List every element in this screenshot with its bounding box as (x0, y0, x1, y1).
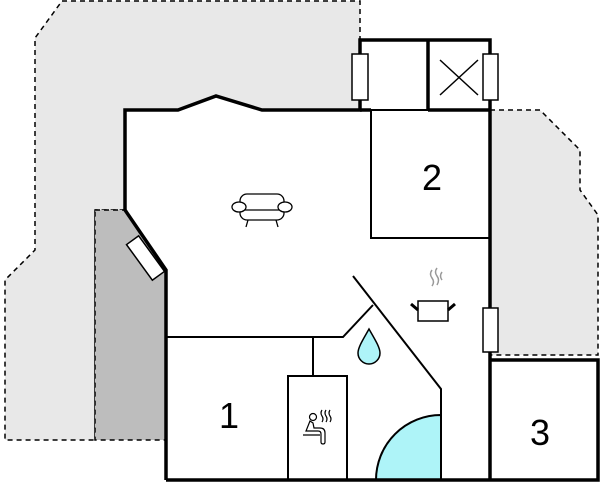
cross-mark-icon (439, 59, 479, 96)
window-icon (482, 307, 499, 353)
outer-walls (123, 38, 492, 480)
cooking-pot-icon (410, 267, 456, 322)
room-2-label: 2 (422, 157, 443, 198)
sofa-icon (231, 193, 293, 228)
room-2-walls (370, 110, 490, 239)
shower-icon (374, 413, 442, 481)
house-floor (125, 40, 598, 480)
window-icon (125, 234, 166, 282)
window-icon (482, 53, 499, 101)
terrace-right (489, 109, 599, 356)
window-icon (351, 53, 369, 101)
room-1-top-wall (166, 304, 374, 338)
sauna-icon (303, 409, 332, 445)
water-drop-icon (357, 327, 381, 365)
room-3-label: 3 (530, 412, 551, 453)
room-1-label: 1 (219, 395, 240, 436)
